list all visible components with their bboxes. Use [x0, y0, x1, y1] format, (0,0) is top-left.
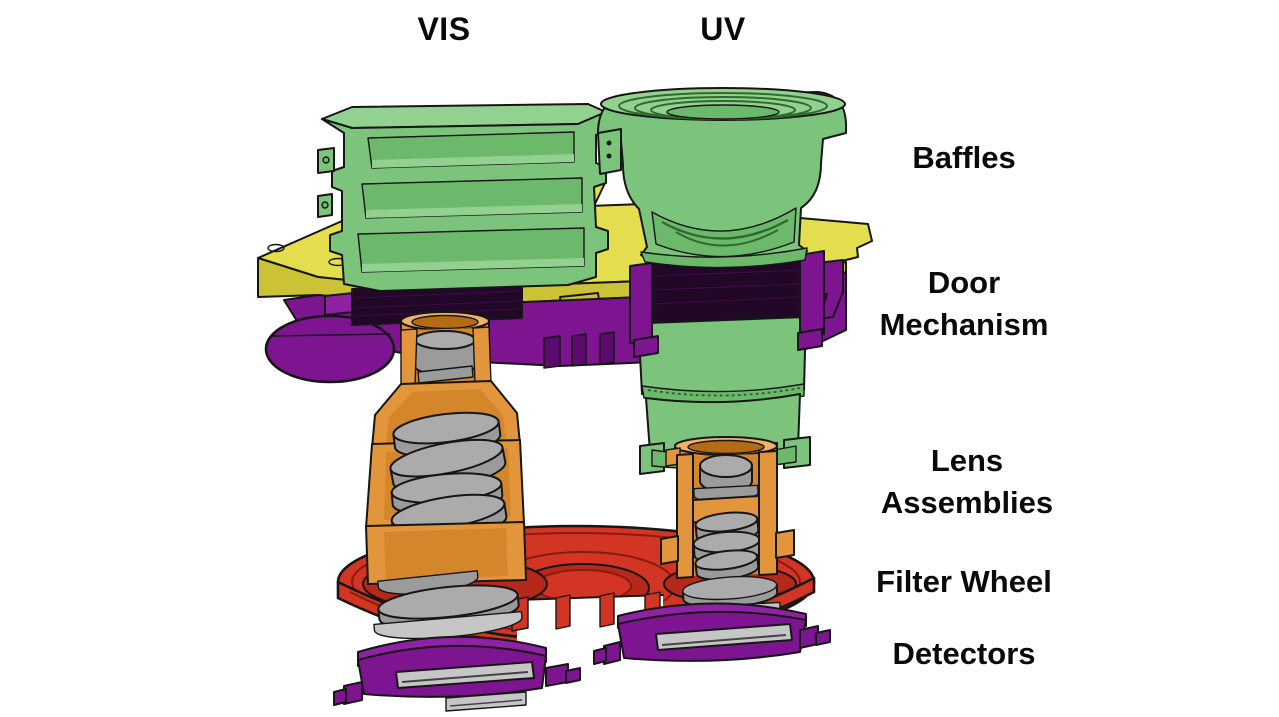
vis-lens-neck-bore — [411, 314, 479, 330]
uv-baffle-bottom-skirt — [640, 247, 808, 269]
uv-baffle-tab-hole — [606, 140, 612, 146]
door-castellation — [543, 335, 561, 369]
vis-baffle-shelf — [362, 258, 584, 272]
deck-tip-hole — [267, 243, 285, 253]
vis-baffle-shelf — [372, 154, 574, 168]
filter-wheel-tooth — [555, 594, 571, 630]
uv-lens-tab — [660, 535, 679, 565]
uv-lens-element — [694, 549, 760, 581]
uv-baffle-tab-hole — [606, 153, 612, 159]
door-left-block — [324, 292, 354, 316]
vis-baffle-shelf — [366, 204, 582, 218]
label-lens-assemblies-line1: Lens — [930, 443, 1004, 478]
vis-baffle-bolt — [322, 156, 330, 164]
label-baffles: Baffles — [912, 140, 1016, 175]
label-lens-assemblies: Lens Assemblies — [881, 440, 1053, 524]
filter-wheel-tooth — [599, 592, 615, 628]
uv-lens-assembly — [660, 436, 795, 581]
uv-detector-pin — [593, 647, 607, 665]
vis-lens-neck-wall-left — [400, 328, 418, 387]
uv-knurl-left-foot — [633, 335, 659, 358]
vis-lens-retainer — [417, 365, 474, 384]
uv-lens-element — [699, 454, 753, 493]
uv-filter-element — [681, 575, 779, 609]
uv-tube-seam-texture — [647, 387, 801, 397]
vis-detector — [333, 635, 581, 712]
label-detectors: Detectors — [892, 636, 1036, 671]
uv-baffle-bowl-arc — [661, 218, 789, 240]
vis-baffle-bolt — [321, 201, 329, 209]
uv-lens-tab — [775, 529, 795, 559]
label-door-mechanism-line2: Mechanism — [879, 307, 1049, 342]
label-uv-channel: UV — [700, 11, 746, 47]
uv-lens-wall-left — [676, 453, 694, 579]
label-lens-assemblies-line2: Assemblies — [880, 485, 1054, 520]
uv-knurl-texture — [650, 269, 804, 305]
vis-detector-pin — [565, 667, 581, 684]
uv-detector-sensor-line — [661, 634, 787, 646]
uv-lens-wall-right — [758, 450, 778, 576]
uv-baffle-inner-disc — [666, 104, 780, 120]
vis-detector-leg — [545, 663, 569, 687]
label-door-mechanism-line1: Door — [927, 265, 1001, 300]
uv-detector — [593, 602, 831, 665]
vis-lens-assembly — [365, 311, 527, 585]
label-door-mechanism: Door Mechanism — [880, 262, 1049, 346]
uv-detector-pin — [815, 629, 831, 646]
door-castellation — [571, 333, 587, 367]
vis-baffle — [317, 103, 609, 292]
uv-knurl-right-foot — [797, 328, 823, 351]
vis-detector-sensor-line — [401, 671, 529, 683]
door-mechanism-knurl-bands — [351, 250, 825, 358]
uv-knurl-left-flange — [629, 262, 653, 344]
vis-detector-window — [445, 691, 527, 712]
uv-baffle — [597, 87, 847, 269]
uv-baffle-bowl-arc — [675, 229, 779, 247]
vis-detector-window-line — [449, 699, 523, 707]
vis-detector-sensor — [395, 661, 535, 689]
uv-baffle-left-tab — [597, 128, 622, 175]
uv-knurl-right-flange — [799, 250, 825, 338]
label-vis-channel: VIS — [417, 11, 471, 47]
door-left-disc — [264, 314, 396, 384]
filter-wheel-cut-edge — [516, 594, 664, 601]
door-castellation — [599, 331, 615, 365]
uv-telescope-tube — [637, 308, 811, 475]
uv-baffle-inner-bowl — [651, 207, 797, 258]
vis-detector-pin — [333, 688, 347, 706]
vis-lens-lower-interior — [384, 528, 508, 580]
uv-lens-bore — [687, 439, 765, 455]
vis-lens-neck-wall-right — [472, 326, 492, 385]
door-left-disc-chord — [271, 333, 391, 337]
label-filter-wheel: Filter Wheel — [876, 564, 1052, 599]
